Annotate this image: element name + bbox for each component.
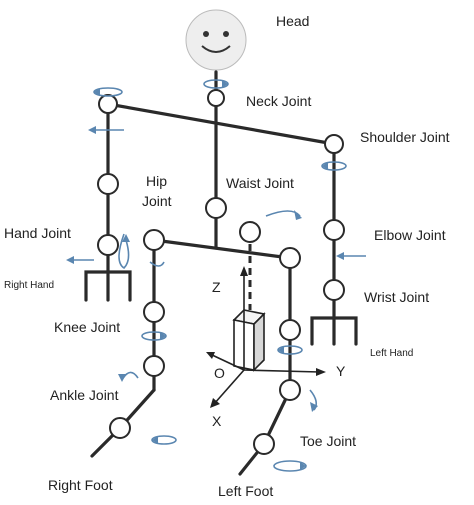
hip-label-line2: Joint bbox=[142, 193, 172, 209]
left-knee-joint-circle bbox=[279, 319, 301, 341]
axis-y-label: Y bbox=[336, 363, 346, 379]
right-shoulder-joint-circle bbox=[98, 94, 118, 114]
left-wrist-joint-circle bbox=[323, 279, 345, 301]
elbow-joint-label: Elbow Joint bbox=[374, 227, 446, 243]
axis-x-label: X bbox=[212, 413, 222, 429]
waist-joint-circle bbox=[205, 197, 227, 219]
wrist-joint-label: Wrist Joint bbox=[364, 289, 429, 305]
right-wrist-rotation-arrow-icon bbox=[118, 233, 130, 270]
right-foot-label: Right Foot bbox=[48, 477, 113, 493]
axis-o-label: O bbox=[214, 365, 225, 381]
x-axis bbox=[213, 369, 245, 405]
o-back-axis bbox=[209, 353, 245, 371]
neck-joint-circle bbox=[207, 89, 225, 107]
left-hand-gripper bbox=[310, 316, 358, 346]
head-group bbox=[185, 9, 247, 71]
neck-joint-label: Neck Joint bbox=[246, 93, 311, 109]
frame-box-side bbox=[253, 312, 265, 372]
knee-joint-label: Knee Joint bbox=[54, 319, 120, 335]
right-toe-joint-circle bbox=[109, 417, 131, 439]
left-eye-icon bbox=[203, 31, 209, 37]
head-label: Head bbox=[276, 13, 309, 29]
left-ankle-joint-circle bbox=[279, 379, 301, 401]
hip-bar bbox=[152, 238, 292, 260]
axis-z-label: Z bbox=[212, 279, 221, 295]
y-axis-arrowhead bbox=[316, 368, 326, 376]
left-hip-joint-circle bbox=[279, 247, 301, 269]
z-axis-arrowhead bbox=[240, 266, 248, 276]
hand-joint-label: Hand Joint bbox=[4, 225, 71, 241]
right-knee-joint-circle bbox=[143, 301, 165, 323]
right-ankle-joint-circle bbox=[143, 355, 165, 377]
left-elbow-joint-circle bbox=[323, 219, 345, 241]
left-foot-label: Left Foot bbox=[218, 483, 273, 499]
left-hand-label: Left Hand bbox=[370, 348, 413, 359]
y-axis bbox=[243, 369, 321, 373]
left-toe-joint-circle bbox=[253, 433, 275, 455]
right-hand-gripper bbox=[84, 270, 132, 302]
right-eye-icon bbox=[223, 31, 229, 37]
rotation-arrows bbox=[66, 79, 366, 472]
right-wrist-joint-circle bbox=[97, 234, 119, 256]
head-circle bbox=[185, 9, 247, 71]
shoulder-joint-label: Shoulder Joint bbox=[360, 129, 450, 145]
right-hand-label: Right Hand bbox=[4, 280, 54, 291]
left-shoulder-joint-circle bbox=[324, 134, 344, 154]
shoulder-bar bbox=[106, 102, 336, 146]
toe-joint-label: Toe Joint bbox=[300, 433, 356, 449]
body-frame bbox=[206, 266, 326, 408]
right-hip-joint-circle bbox=[143, 229, 165, 251]
x-axis-arrowhead bbox=[210, 398, 220, 408]
smile-icon bbox=[201, 45, 231, 53]
hip-label-line1: Hip bbox=[146, 173, 167, 189]
joints bbox=[97, 89, 345, 455]
labels: Head Neck Joint Shoulder Joint Hip Joint… bbox=[4, 13, 450, 499]
o-back-axis-arrowhead bbox=[206, 352, 215, 359]
right-hip-rotation-arrow-icon bbox=[149, 261, 165, 267]
ankle-joint-label: Ankle Joint bbox=[50, 387, 119, 403]
right-elbow-joint-circle bbox=[97, 173, 119, 195]
waist-joint-label: Waist Joint bbox=[226, 175, 294, 191]
torso-joint-circle bbox=[239, 221, 261, 243]
